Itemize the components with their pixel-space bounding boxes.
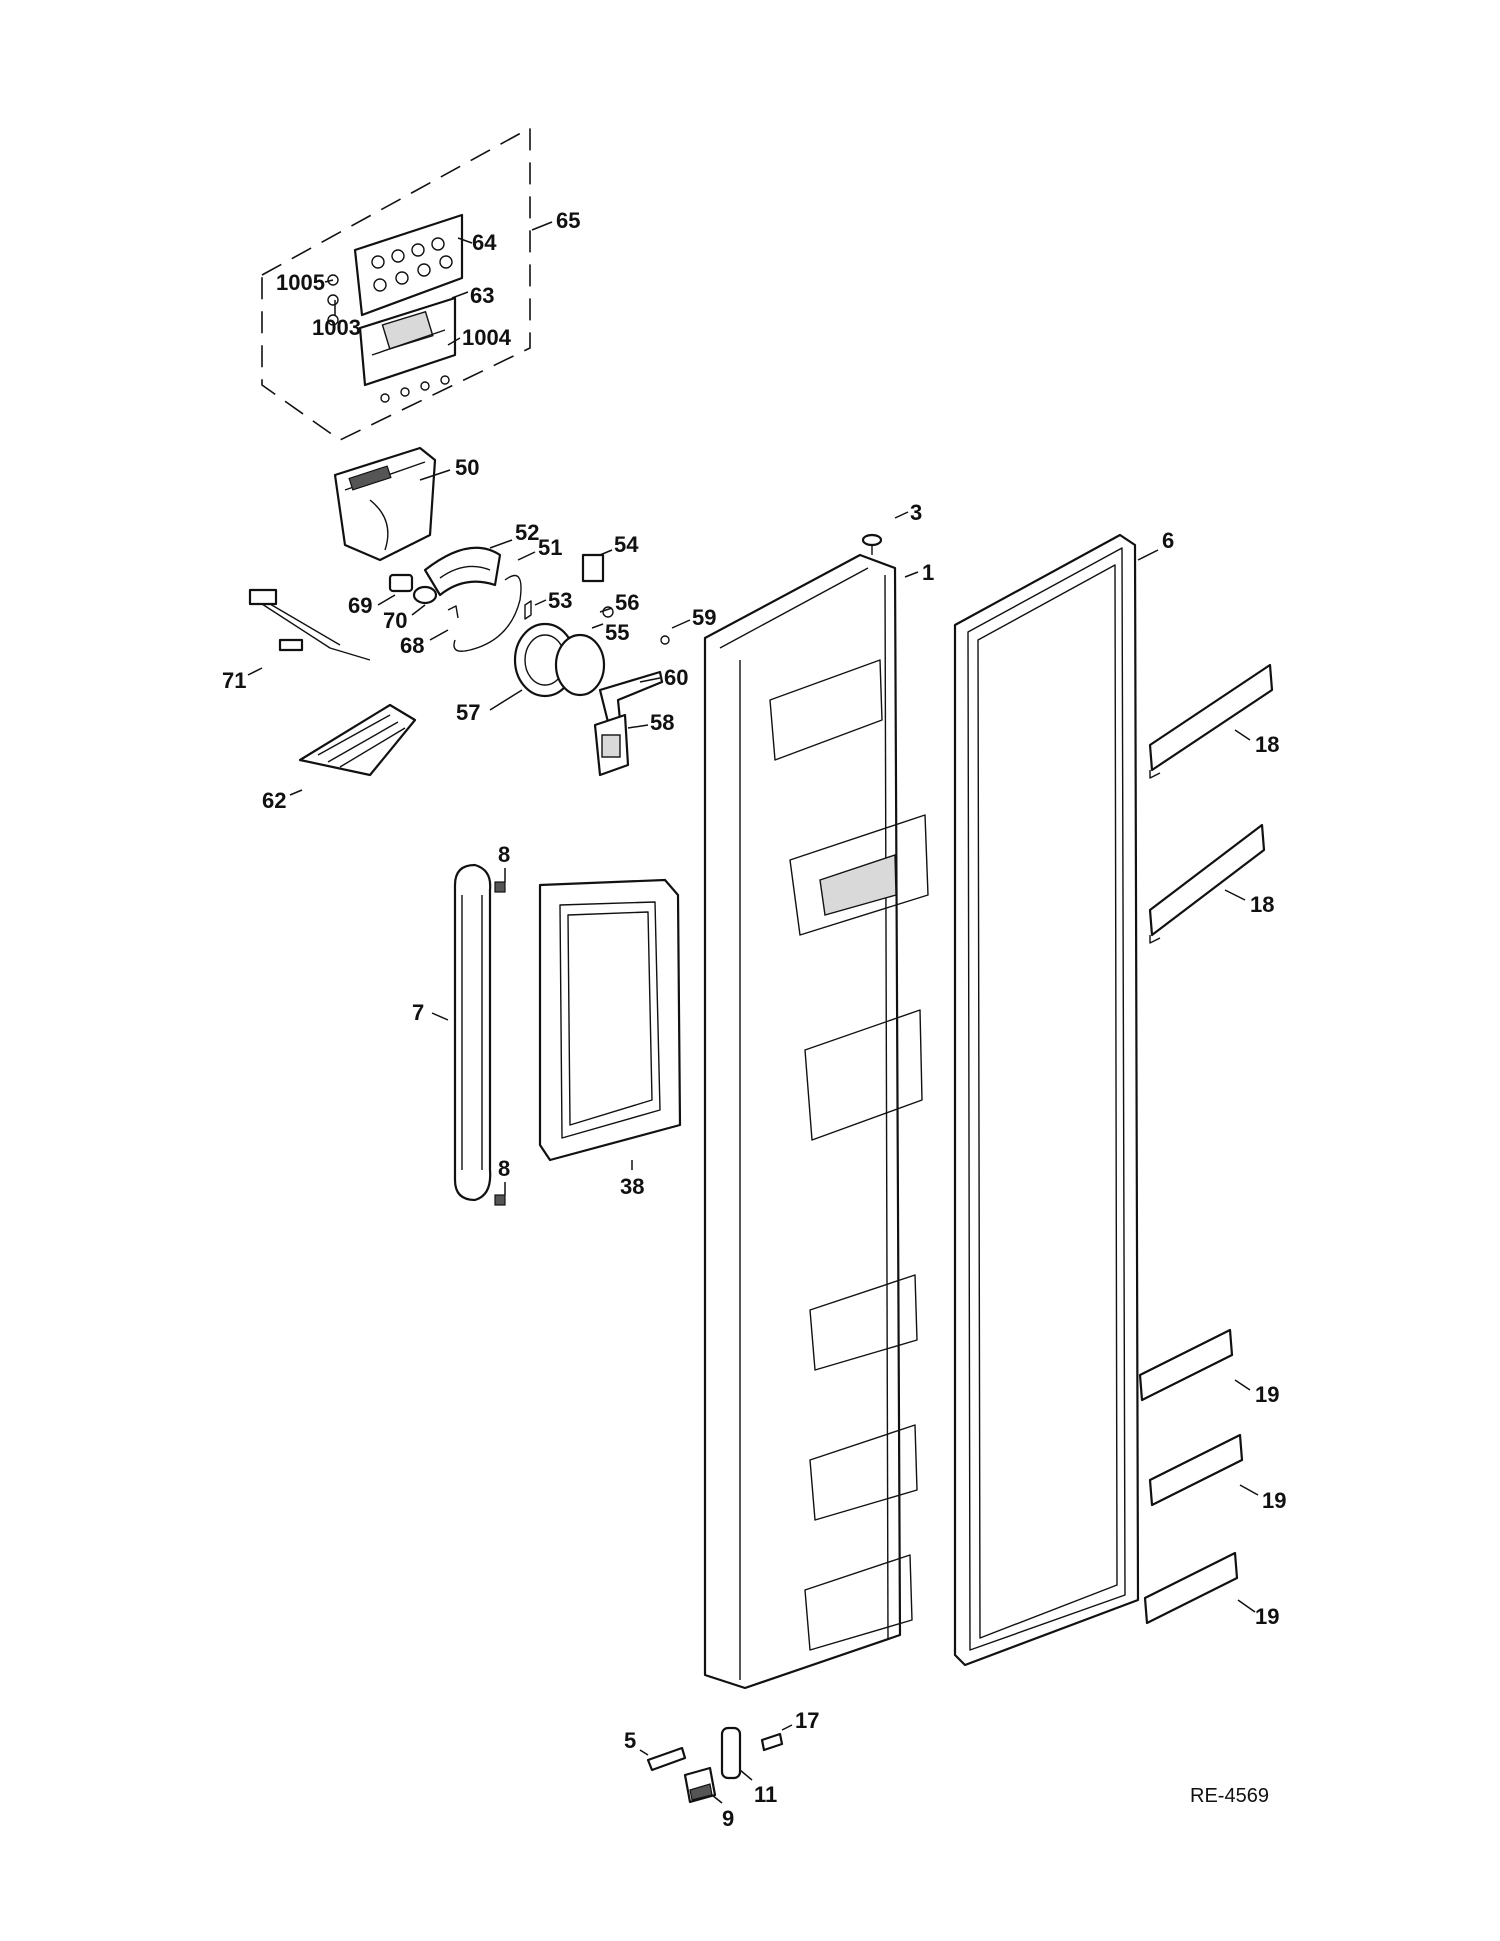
callout-59: 59 (692, 605, 716, 630)
callout-1003: 1003 (312, 315, 361, 340)
callout-8-upper: 8 (498, 842, 510, 867)
callout-19-middle: 19 (1262, 1488, 1286, 1513)
callout-51: 51 (538, 535, 562, 560)
callout-1: 1 (922, 560, 934, 585)
callout-11: 11 (754, 1782, 777, 1807)
control-panel-part-64 (353, 213, 464, 317)
door-bin-part-19-middle (1148, 1433, 1244, 1507)
door-bin-part-19-lower (1143, 1551, 1239, 1625)
callout-71: 71 (222, 668, 246, 693)
callout-1004: 1004 (462, 325, 512, 350)
screw-part-59 (660, 635, 670, 645)
assembly-dashed-outline (261, 126, 531, 441)
callout-52: 52 (515, 520, 539, 545)
callout-38: 38 (620, 1174, 644, 1199)
callout-18-upper: 18 (1255, 732, 1279, 757)
bulb-part-70 (412, 585, 438, 605)
leader-lines (247, 221, 1259, 1804)
pin-part-68 (447, 605, 459, 619)
door-bin-part-19-upper (1138, 1328, 1234, 1402)
callout-55: 55 (605, 620, 629, 645)
wire-harness-part-71 (248, 588, 371, 661)
callout-62: 62 (262, 788, 286, 813)
callout-19-upper: 19 (1255, 1382, 1279, 1407)
callout-labels: 65 64 63 1004 1005 1003 50 52 51 54 53 5… (222, 208, 1286, 1831)
callout-70: 70 (383, 608, 407, 633)
screw-part-8-upper (494, 881, 506, 893)
bushing-part-11 (720, 1726, 742, 1780)
callout-64: 64 (472, 230, 497, 255)
switch-part-54 (581, 553, 605, 583)
callout-6: 6 (1162, 528, 1174, 553)
callout-69: 69 (348, 593, 372, 618)
door-bin-part-18-lower (1148, 823, 1266, 944)
dispenser-housing-part-50 (333, 446, 437, 562)
callout-60: 60 (664, 665, 688, 690)
screw-part-56 (602, 606, 614, 618)
spring-part-53 (524, 600, 532, 620)
callout-57: 57 (456, 700, 480, 725)
hinge-block-part-9 (683, 1766, 717, 1804)
callout-58: 58 (650, 710, 674, 735)
lamp-socket-part-69 (388, 573, 414, 593)
callout-54: 54 (614, 532, 639, 557)
door-gasket-part-6 (953, 533, 1140, 1667)
hinge-part-5 (646, 1746, 687, 1772)
solenoid-part-58 (593, 713, 630, 777)
callout-56: 56 (615, 590, 639, 615)
callout-5: 5 (624, 1728, 636, 1753)
drip-tray-part-62 (298, 703, 417, 777)
callout-7: 7 (412, 1000, 424, 1025)
screw-parts-1003-1004-1005 (327, 274, 450, 403)
callout-17: 17 (795, 1708, 819, 1733)
callout-68: 68 (400, 633, 424, 658)
callout-18-lower: 18 (1250, 892, 1274, 917)
dispenser-frame-part-38 (538, 878, 682, 1162)
callout-9: 9 (722, 1806, 734, 1831)
pin-part-17 (760, 1732, 784, 1752)
callout-8-lower: 8 (498, 1156, 510, 1181)
callout-3: 3 (910, 500, 922, 525)
callout-63: 63 (470, 283, 494, 308)
actuator-part-51 (453, 574, 522, 652)
callout-1005: 1005 (276, 270, 325, 295)
callout-19-lower: 19 (1255, 1604, 1279, 1629)
reference-code: RE-4569 (1190, 1785, 1269, 1807)
door-liner-part-1 (703, 553, 929, 1690)
screw-part-3 (861, 533, 883, 555)
callout-50: 50 (455, 455, 479, 480)
door-bin-part-18-upper (1148, 663, 1274, 779)
callout-65: 65 (556, 208, 580, 233)
callout-53: 53 (548, 588, 572, 613)
circuit-board-part-63 (358, 296, 457, 387)
screw-part-8-lower (494, 1194, 506, 1206)
chute-part-52 (423, 546, 502, 597)
handle-part-7 (453, 863, 492, 1202)
paddle-part-55 (554, 633, 606, 697)
